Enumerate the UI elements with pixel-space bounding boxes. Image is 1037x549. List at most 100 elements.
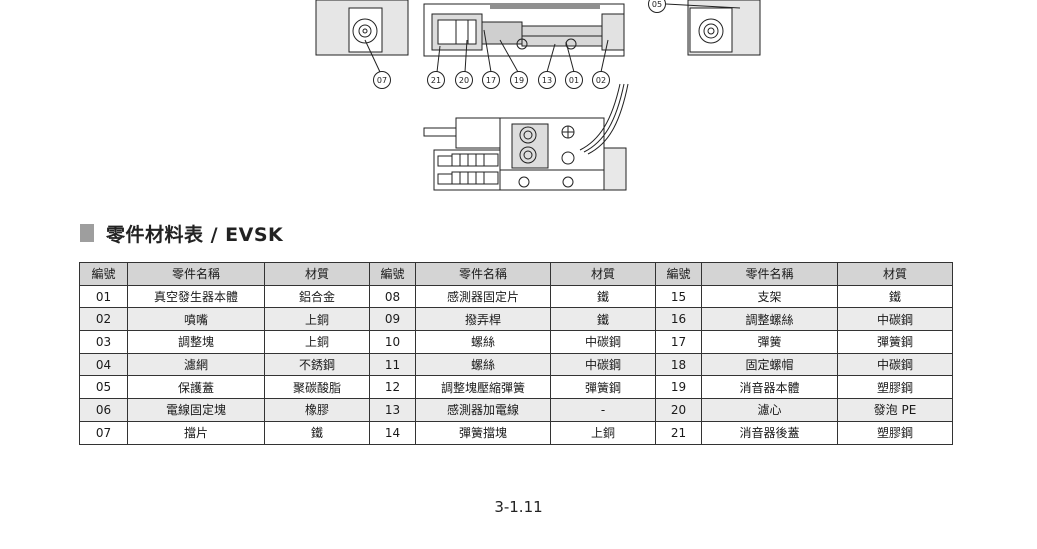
cell-part-name: 濾心 (701, 398, 838, 422)
technical-drawing: 07 21 20 17 19 13 01 02 (315, 0, 761, 191)
cell-part-name: 感測器固定片 (415, 284, 551, 309)
cell-material: 塑膠鋼 (837, 375, 953, 400)
cell-part-name: 保護蓋 (127, 375, 265, 400)
cell-part-name: 感測器加電線 (415, 398, 551, 422)
callout-19: 19 (510, 71, 528, 89)
heading-marker (80, 224, 94, 242)
header-material: 材質 (550, 262, 656, 286)
cell-material: 鐵 (550, 284, 656, 309)
callout-05: 05 (648, 0, 666, 13)
cell-part-name: 消音器本體 (701, 375, 838, 400)
svg-text:19: 19 (514, 76, 524, 85)
cell-material: 聚碳酸脂 (264, 375, 370, 400)
cell-material: - (550, 398, 656, 422)
svg-text:13: 13 (542, 76, 552, 85)
table-row: 04 濾網 不銹鋼 11 螺絲 中碳鋼 18 固定螺帽 中碳鋼 (79, 352, 953, 377)
cell-material: 塑膠鋼 (837, 420, 953, 445)
cell-number: 01 (79, 284, 128, 309)
cell-part-name: 撥弄桿 (415, 307, 551, 332)
cell-number: 05 (79, 375, 128, 400)
svg-text:21: 21 (431, 76, 441, 85)
svg-text:07: 07 (377, 76, 387, 85)
parts-material-table: 編號 零件名稱 材質 編號 零件名稱 材質 編號 零件名稱 材質 01 真空發生… (79, 262, 953, 445)
assembly-view (423, 83, 629, 191)
callout-07: 07 (373, 71, 391, 89)
cell-part-name: 支架 (701, 284, 838, 309)
callout-17: 17 (482, 71, 500, 89)
cell-number: 12 (369, 375, 416, 400)
cell-material: 發泡 PE (837, 398, 953, 422)
table-row: 05 保護蓋 聚碳酸脂 12 調整塊壓縮彈簧 彈簧鋼 19 消音器本體 塑膠鋼 (79, 375, 953, 400)
page-number: 3-1.11 (494, 498, 543, 516)
cell-material: 鋁合金 (264, 284, 370, 309)
svg-text:02: 02 (596, 76, 606, 85)
svg-text:17: 17 (486, 76, 496, 85)
cell-part-name: 螺絲 (415, 352, 551, 377)
cell-number: 07 (79, 420, 128, 445)
header-part-name: 零件名稱 (701, 262, 838, 286)
cell-number: 02 (79, 307, 128, 332)
table-header-row: 編號 零件名稱 材質 編號 零件名稱 材質 編號 零件名稱 材質 (79, 262, 953, 286)
header-number: 編號 (655, 262, 702, 286)
cell-part-name: 彈簧擋塊 (415, 420, 551, 445)
cell-part-name: 彈簧 (701, 330, 838, 354)
cell-part-name: 擋片 (127, 420, 265, 445)
cell-material: 上銅 (550, 420, 656, 445)
cell-number: 16 (655, 307, 702, 332)
cell-part-name: 濾網 (127, 352, 265, 377)
callout-21: 21 (427, 71, 445, 89)
cell-material: 不銹鋼 (264, 352, 370, 377)
header-material: 材質 (264, 262, 370, 286)
section-heading: 零件材料表 / EVSK (80, 221, 283, 246)
left-view (315, 0, 409, 73)
cell-number: 10 (369, 330, 416, 354)
header-material: 材質 (837, 262, 953, 286)
cell-number: 08 (369, 284, 416, 309)
callout-01: 01 (565, 71, 583, 89)
cell-part-name: 電線固定塊 (127, 398, 265, 422)
svg-text:20: 20 (459, 76, 469, 85)
cell-part-name: 噴嘴 (127, 307, 265, 332)
cell-part-name: 真空發生器本體 (127, 284, 265, 309)
cell-part-name: 固定螺帽 (701, 352, 838, 377)
cell-material: 橡膠 (264, 398, 370, 422)
cell-number: 18 (655, 352, 702, 377)
cell-material: 鐵 (837, 284, 953, 309)
cell-number: 06 (79, 398, 128, 422)
cell-number: 13 (369, 398, 416, 422)
cell-number: 20 (655, 398, 702, 422)
cell-number: 04 (79, 352, 128, 377)
cell-material: 彈簧鋼 (550, 375, 656, 400)
cell-number: 19 (655, 375, 702, 400)
cell-material: 上銅 (264, 330, 370, 354)
cell-number: 14 (369, 420, 416, 445)
cell-number: 21 (655, 420, 702, 445)
callout-02: 02 (592, 71, 610, 89)
table-row: 02 噴嘴 上銅 09 撥弄桿 鐵 16 調整螺絲 中碳鋼 (79, 307, 953, 332)
table-row: 01 真空發生器本體 鋁合金 08 感測器固定片 鐵 15 支架 鐵 (79, 284, 953, 309)
cell-material: 彈簧鋼 (837, 330, 953, 354)
table-row: 07 擋片 鐵 14 彈簧擋塊 上銅 21 消音器後蓋 塑膠鋼 (79, 420, 953, 445)
cell-material: 中碳鋼 (837, 307, 953, 332)
header-number: 編號 (369, 262, 416, 286)
cell-number: 15 (655, 284, 702, 309)
callout-20: 20 (455, 71, 473, 89)
svg-text:05: 05 (652, 0, 662, 9)
svg-text:01: 01 (569, 76, 579, 85)
cell-number: 11 (369, 352, 416, 377)
section-view (423, 3, 625, 73)
cell-material: 中碳鋼 (837, 352, 953, 377)
header-part-name: 零件名稱 (415, 262, 551, 286)
table-row: 03 調整塊 上銅 10 螺絲 中碳鋼 17 彈簧 彈簧鋼 (79, 330, 953, 354)
cell-part-name: 螺絲 (415, 330, 551, 354)
cell-material: 鐵 (550, 307, 656, 332)
header-part-name: 零件名稱 (127, 262, 265, 286)
callout-13: 13 (538, 71, 556, 89)
cell-number: 03 (79, 330, 128, 354)
cell-number: 17 (655, 330, 702, 354)
cell-part-name: 調整螺絲 (701, 307, 838, 332)
right-view (665, 0, 761, 56)
cell-material: 中碳鋼 (550, 330, 656, 354)
cell-material: 鐵 (264, 420, 370, 445)
cell-material: 上銅 (264, 307, 370, 332)
